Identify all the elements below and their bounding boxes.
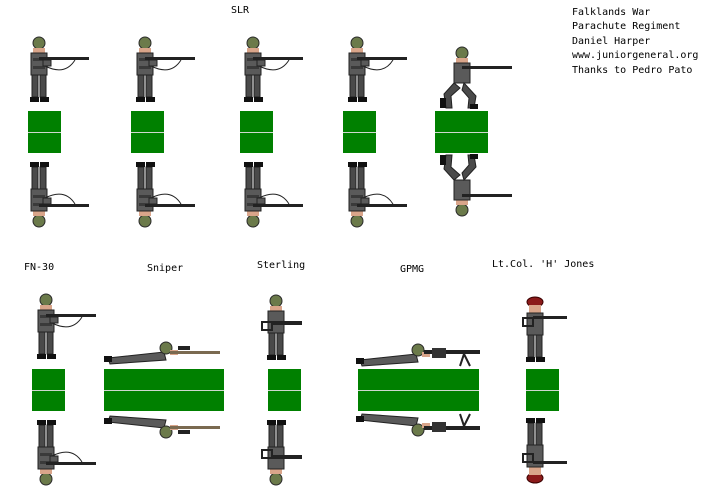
officer-beret-icon bbox=[522, 296, 568, 363]
soldier-prone-icon bbox=[103, 341, 221, 365]
figure-base bbox=[104, 369, 224, 411]
figure-base bbox=[131, 111, 164, 153]
soldier-standing-icon bbox=[135, 36, 196, 103]
credit-line: Parachute Regiment bbox=[572, 21, 681, 33]
soldier-kneeling-icon bbox=[439, 46, 513, 110]
soldier-standing-mirror-icon bbox=[347, 161, 408, 228]
soldier-standing-icon bbox=[347, 36, 408, 103]
soldier-standing-mirror-icon bbox=[135, 161, 196, 228]
label-jones: Lt.Col. 'H' Jones bbox=[492, 259, 595, 270]
label-slr: SLR bbox=[231, 5, 250, 16]
figure-base bbox=[268, 369, 301, 411]
credit-line: Falklands War bbox=[572, 7, 651, 18]
soldier-standing-icon bbox=[29, 36, 90, 103]
figure-base bbox=[358, 369, 479, 411]
soldier-prone-mg-icon bbox=[355, 343, 481, 367]
soldier-standing-icon bbox=[243, 36, 304, 103]
soldier-smg-icon bbox=[261, 294, 303, 361]
soldier-prone-mirror-icon bbox=[103, 415, 221, 439]
soldier-standing-mirror-icon bbox=[36, 419, 97, 486]
figure-base bbox=[240, 111, 273, 153]
label-gpmg: GPMG bbox=[400, 264, 425, 275]
credit-line: Daniel Harper bbox=[572, 35, 651, 47]
soldier-smg-mirror-icon bbox=[261, 419, 303, 486]
soldier-standing-icon bbox=[36, 293, 97, 360]
figure-base bbox=[32, 369, 65, 411]
soldier-standing-mirror-icon bbox=[243, 161, 304, 228]
figure-base bbox=[343, 111, 376, 153]
officer-beret-mirror-icon bbox=[522, 417, 568, 484]
label-fn30: FN-30 bbox=[24, 262, 55, 273]
soldier-kneeling-mirror-icon bbox=[439, 153, 513, 217]
label-sterling: Sterling bbox=[257, 260, 306, 271]
figure-base bbox=[28, 111, 61, 153]
label-sniper: Sniper bbox=[147, 263, 184, 274]
soldier-prone-mg-mirror-icon bbox=[355, 413, 481, 437]
credit-line: www.juniorgeneral.org bbox=[572, 50, 699, 62]
soldier-standing-mirror-icon bbox=[29, 161, 90, 228]
credit-line: Thanks to Pedro Pato bbox=[572, 64, 693, 76]
credits-block: Falklands War Parachute Regiment Daniel … bbox=[572, 6, 698, 78]
figure-base bbox=[435, 111, 488, 153]
figure-base bbox=[526, 369, 559, 411]
